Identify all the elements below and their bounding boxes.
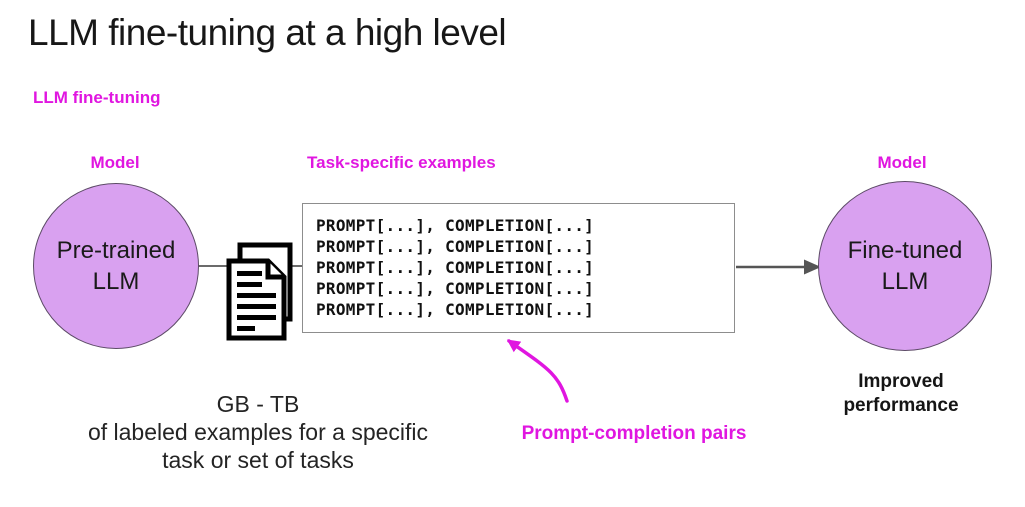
improved-performance-caption: Improved performance	[808, 370, 994, 418]
pretrained-llm-name-line1: Pre-trained	[56, 237, 176, 264]
task-specific-examples-label: Task-specific examples	[307, 153, 496, 172]
prompt-completion-line: PROMPT[...], COMPLETION[...]	[316, 216, 595, 235]
pretrained-llm-node: Pre-trained LLM	[33, 183, 199, 349]
finetuned-llm-node: Fine-tuned LLM	[818, 181, 992, 351]
finetuned-llm-name-line2: LLM	[881, 268, 929, 295]
dataset-size-note-line2: of labeled examples for a specific	[87, 419, 429, 445]
prompt-completion-line: PROMPT[...], COMPLETION[...]	[316, 258, 595, 277]
topic-label: LLM fine-tuning	[33, 88, 161, 107]
improved-performance-line2: performance	[843, 395, 959, 416]
task-examples-box: PROMPT[...], COMPLETION[...] PROMPT[...]…	[302, 203, 735, 333]
improved-performance-line1: Improved	[858, 371, 944, 392]
prompt-completion-pairs-label: Prompt-completion pairs	[521, 423, 747, 444]
prompt-completion-line: PROMPT[...], COMPLETION[...]	[316, 279, 595, 298]
prompt-completion-line: PROMPT[...], COMPLETION[...]	[316, 237, 595, 256]
curved-annotation-arrow-icon	[506, 339, 569, 403]
model-label-right: Model	[877, 153, 927, 172]
stacked-documents-icon	[224, 241, 298, 343]
page-title: LLM fine-tuning at a high level	[28, 12, 507, 53]
dataset-size-note: GB - TB of labeled examples for a specif…	[58, 390, 458, 474]
dataset-size-note-line3: task or set of tasks	[162, 447, 354, 473]
model-label-left: Model	[90, 153, 140, 172]
finetuned-llm-name-line1: Fine-tuned	[847, 237, 963, 264]
pretrained-llm-name-line2: LLM	[92, 268, 140, 295]
dataset-size-note-line1: GB - TB	[216, 391, 300, 417]
prompt-completion-line: PROMPT[...], COMPLETION[...]	[316, 300, 595, 319]
